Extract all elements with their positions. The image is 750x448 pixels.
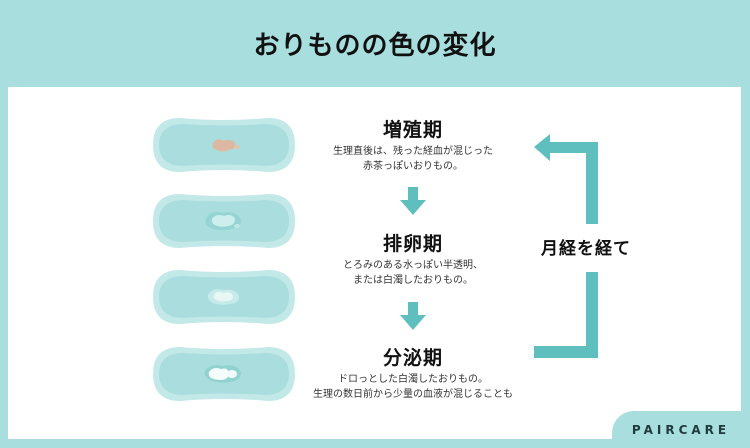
stage-title: 分泌期 (382, 347, 443, 369)
arrow-down-icon (400, 302, 426, 330)
stage-ovulation: 排卵期 とろみのある水っぽい半透明、 または白濁したおりもの。 (283, 232, 543, 288)
stage-desc-line-1: とろみのある水っぽい半透明、 (343, 260, 483, 271)
pad-illustration-3 (151, 268, 297, 326)
cycle-label: 月経を経て (541, 239, 631, 259)
content-panel (8, 87, 741, 439)
pad-translucent-icon (153, 194, 295, 248)
stage-title: 増殖期 (382, 119, 443, 141)
stage-desc-line-1: ドロっとした白濁したおりもの。 (338, 374, 488, 385)
pad-illustration-2 (151, 192, 297, 250)
pad-reddish-icon (153, 118, 295, 172)
stage-desc-line-2: 生理の数日前から少量の血液が混じることも (313, 389, 513, 400)
stage-desc-line-2: または白濁したおりもの。 (353, 275, 473, 286)
page-title: おりものの色の変化 (253, 31, 497, 61)
pad-illustration-1 (151, 116, 297, 174)
stage-title: 排卵期 (382, 233, 443, 255)
pad-illustration-4 (151, 345, 297, 403)
cycle-line-bottom-icon (534, 272, 600, 358)
pad-cloudy-icon (153, 270, 295, 324)
stage-desc-line-2: 赤茶っぽいおりもの。 (363, 161, 463, 172)
pad-white-icon (153, 347, 295, 401)
cycle-arrow-top-icon (534, 134, 600, 224)
arrow-down-icon (400, 187, 426, 215)
stage-desc-line-1: 生理直後は、残った経血が混じった (333, 146, 493, 157)
brand-logo: PAIRCARE (612, 411, 750, 448)
stage-proliferative: 増殖期 生理直後は、残った経血が混じった 赤茶っぽいおりもの。 (283, 118, 543, 174)
stage-secretory: 分泌期 ドロっとした白濁したおりもの。 生理の数日前から少量の血液が混じることも (283, 346, 543, 402)
